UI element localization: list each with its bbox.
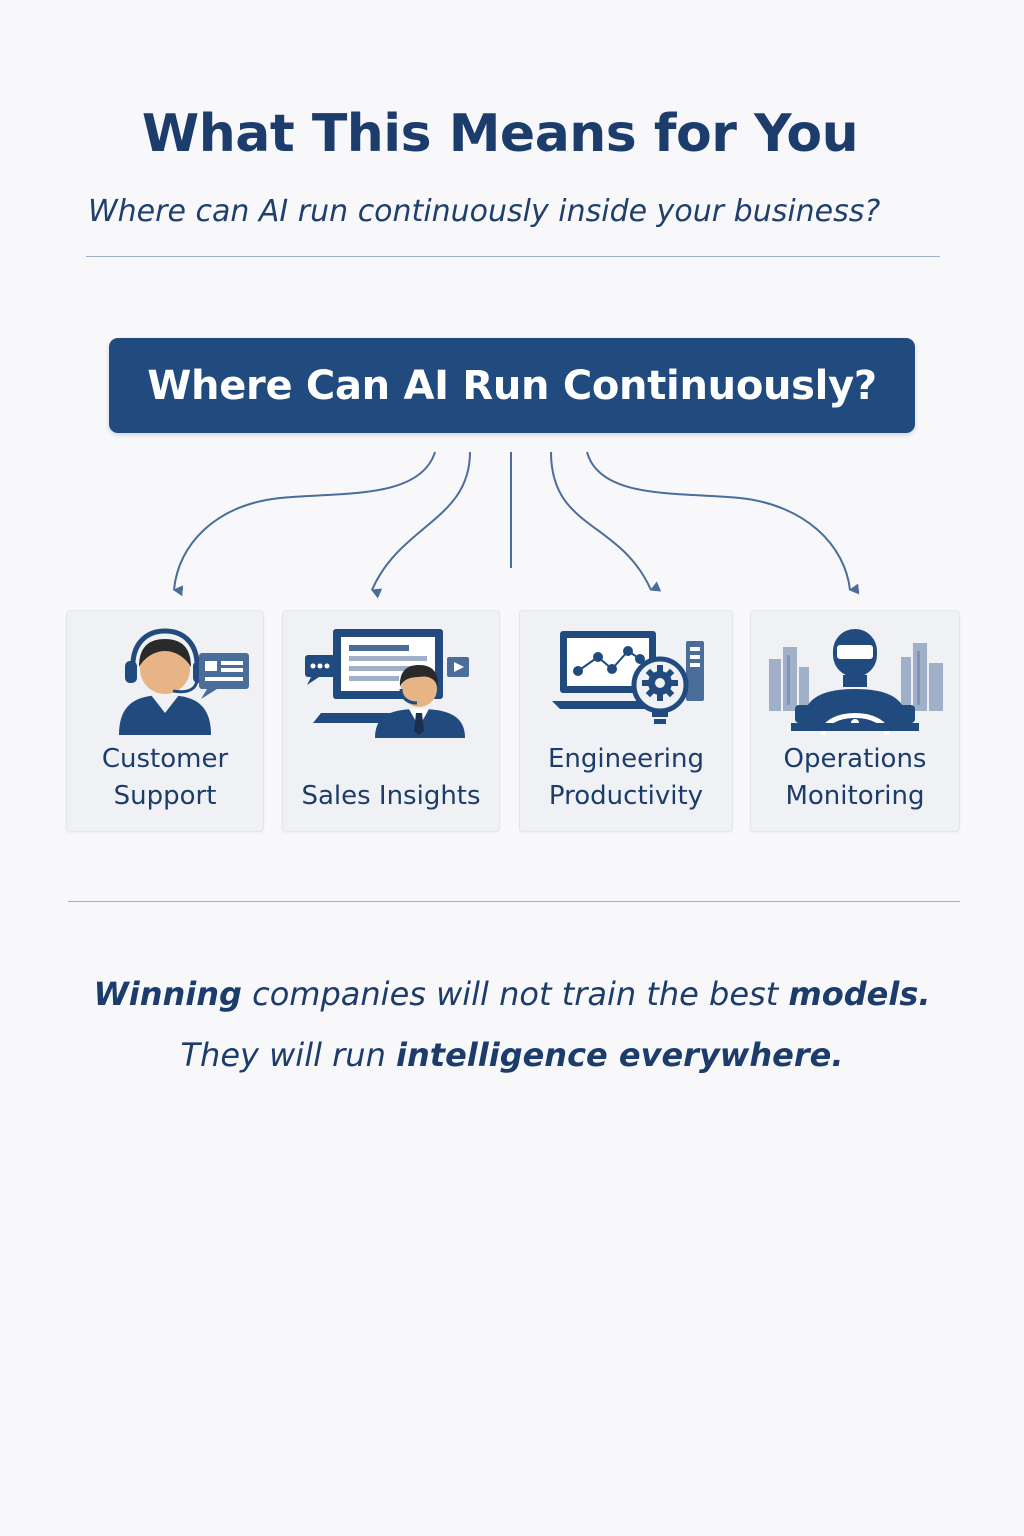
sales-presentation-icon: [305, 629, 469, 738]
arrow-to-engineering: [550, 451, 662, 592]
card-label-line1: Customer: [101, 744, 229, 774]
closing-emphasis-models: models.: [788, 975, 931, 1013]
connector-arrows: [172, 451, 860, 599]
customer-support-headset-icon: [119, 628, 249, 735]
card-label-line2: Support: [113, 781, 217, 811]
banner-text: Where Can AI Run Continuously?: [147, 362, 877, 409]
card-label-line2: Productivity: [548, 781, 704, 811]
closing-emphasis-winning: Winning: [93, 975, 242, 1013]
closing-emphasis-intelligence: intelligence everywhere.: [396, 1036, 844, 1074]
closing-line-2: They will run intelligence everywhere.: [0, 1036, 1024, 1074]
card-engineering-productivity: Engineering Productivity: [519, 610, 733, 832]
page-subtitle: Where can AI run continuously inside you…: [88, 194, 881, 229]
operations-robot-icon: [769, 629, 943, 736]
arrow-to-customer-support: [172, 451, 436, 597]
engineering-laptop-gear-icon: [552, 631, 704, 724]
card-label-line1: Sales Insights: [301, 781, 481, 811]
question-banner: Where Can AI Run Continuously?: [109, 338, 915, 433]
closing-text: They will run: [180, 1036, 397, 1074]
card-customer-support: Customer Support: [66, 610, 264, 832]
page-title: What This Means for You: [141, 104, 859, 164]
closing-line-1: Winning companies will not train the bes…: [0, 975, 1024, 1013]
card-label-line1: Operations: [783, 744, 927, 774]
card-label-line1: Engineering: [548, 744, 704, 774]
card-operations-monitoring: Operations Monitoring: [750, 610, 960, 832]
card-label-line2: Monitoring: [785, 781, 925, 811]
closing-text: companies will not train the best: [241, 975, 789, 1013]
arrow-to-operations: [586, 451, 860, 595]
bottom-divider: [68, 901, 960, 902]
arrow-to-sales-insights: [370, 451, 471, 599]
top-divider: [86, 256, 940, 257]
card-sales-insights: Sales Insights: [282, 610, 500, 832]
